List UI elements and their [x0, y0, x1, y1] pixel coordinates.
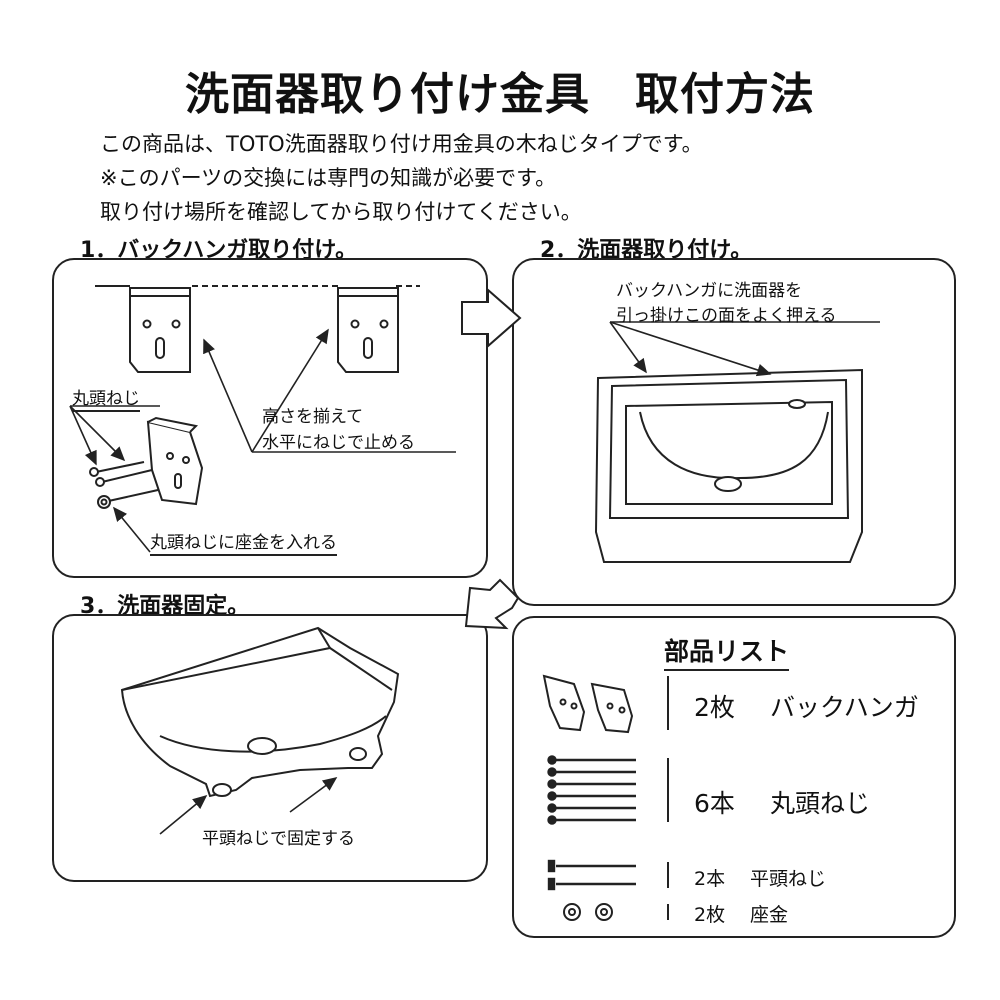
- step1-screws: [89, 461, 159, 509]
- parts-name-round-screw: 丸頭ねじ: [770, 789, 871, 818]
- parts-name-washer: 座金: [750, 904, 789, 926]
- parts-round-screws: [547, 755, 636, 825]
- label-step2-1: バックハンガに洗面器を: [616, 281, 803, 301]
- parts-flat-screws: [547, 859, 636, 891]
- label-level-2: 水平にねじで止める: [262, 433, 415, 453]
- parts-qty-round-screw: 6本: [694, 789, 735, 818]
- back-hanger-perspective: [146, 416, 204, 506]
- step1-panel: [52, 258, 488, 578]
- label-washer: 丸頭ねじに座金を入れる: [150, 528, 337, 556]
- intro-line-2: ※このパーツの交換には専門の知識が必要です。: [100, 166, 557, 190]
- parts-qty-flat-screw: 2本: [694, 868, 726, 890]
- intro-line-1: この商品は、TOTO洗面器取り付け用金具の木ねじタイプです。: [100, 132, 703, 156]
- back-hanger-left: [129, 287, 191, 373]
- step2-leaders: [609, 321, 880, 377]
- parts-name-flat-screw: 平頭ねじ: [750, 868, 827, 890]
- flow-arrow-right: [461, 287, 522, 349]
- page-title: 洗面器取り付け金具 取付方法: [185, 69, 815, 120]
- parts-washers: [563, 903, 613, 921]
- flow-arrow-down-left: [464, 578, 520, 630]
- label-step3: 平頭ねじで固定する: [202, 829, 355, 849]
- step1-screw-leaders: [69, 405, 160, 553]
- sink-top-view: [594, 368, 863, 563]
- back-hanger-right: [337, 287, 399, 373]
- parts-qty-hanger: 2枚: [694, 693, 735, 722]
- label-level-1: 高さを揃えて: [262, 407, 364, 427]
- label-step2-2: 引っ掛けこの面をよく押える: [616, 306, 837, 326]
- label-round-screw: 丸頭ねじ: [72, 384, 140, 412]
- step3-leaders: [159, 777, 338, 835]
- parts-hanger-icons: [542, 674, 634, 734]
- intro-line-3: 取り付け場所を確認してから取り付けてください。: [100, 200, 582, 224]
- parts-name-hanger: バックハンガ: [770, 693, 919, 722]
- parts-qty-washer: 2枚: [694, 904, 726, 926]
- parts-list-title: 部品リスト: [664, 632, 790, 671]
- sink-bottom-view: [120, 626, 400, 798]
- step1-level-leaders: [203, 328, 456, 453]
